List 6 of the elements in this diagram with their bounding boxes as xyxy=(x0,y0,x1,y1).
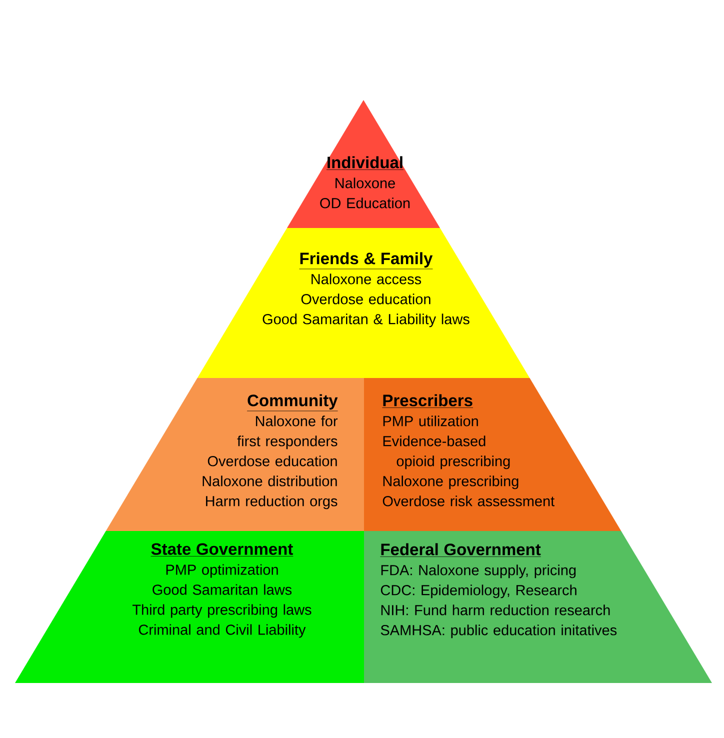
pyramid-tier: Friends & Family Naloxone access Overdose education Good Samaritan & Liability laws xyxy=(197,228,530,378)
pyramid-tier: Prescribers PMP utilization Evidence-based opioid prescribing Naloxone prescribing Overdose risk assessment xyxy=(364,378,622,531)
pyramid-tier: Individual Naloxone OD Education xyxy=(287,100,440,228)
pyramid-tier: State Government PMP optimization Good Samaritan laws Third party prescribing laws Criminal and Civil Liability xyxy=(15,531,364,683)
pyramid-tier: Community Naloxone for first responders Overdose education Naloxone distribution Harm reduction orgs xyxy=(106,378,364,531)
pyramid-tier: Federal Government FDA: Naloxone supply, pricing CDC: Epidemiology, Research NIH: Fund harm reduction research SAMHSA: public education initatives xyxy=(364,531,712,683)
